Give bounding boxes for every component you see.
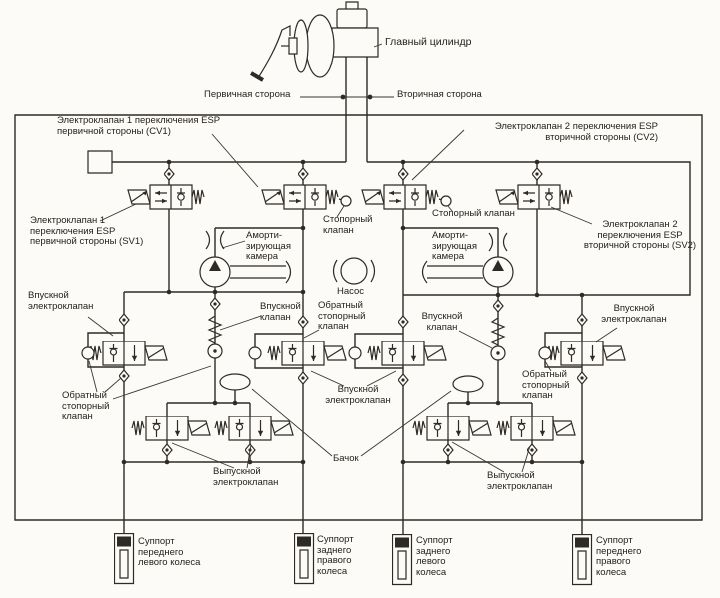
suction-valve-right-symbol [491,318,505,360]
outlet-valve-rear-right-symbol [215,416,293,440]
label-outlet-solenoid-right: Выпускной электроклапан [487,470,553,492]
label-secondary-side: Вторичная сторона [397,89,482,100]
inlet-valve-rear-right-symbol [268,341,346,365]
caliper-rear-left-symbol [393,535,412,585]
label-return-stop-valve-right: Обратный стопорный клапан [522,369,570,402]
leader-lines [88,44,617,472]
valve-sv1-symbol [128,185,204,209]
caliper-front-right-symbol [573,535,592,585]
label-caliper-rear-left: Суппорт заднего левого колеса [416,535,453,578]
pump-right-symbol [423,257,514,287]
outlet-valve-front-right-symbol [497,416,575,440]
accumulator-right-symbol [453,376,483,392]
label-suction-valve-left: Впускной клапан [260,301,301,323]
suction-valve-left-symbol [208,316,222,358]
caliper-front-left-symbol [115,534,134,584]
label-inlet-solenoid-right: Впускной электроклапан [601,303,667,325]
label-stop-valve-left: Стопорный клапан [323,214,373,236]
stop-valve-balls [339,196,451,206]
label-caliper-front-right: Суппорт переднего правого колеса [596,535,642,578]
label-suction-valve-right: Впускной клапан [421,311,463,333]
brake-pedal-symbol [251,26,290,80]
pump-motor-symbol [334,258,375,284]
outlet-valve-front-left-symbol [132,416,210,440]
outlet-valve-rear-left-symbol [413,416,491,440]
label-inlet-solenoid-left: Впускной электроклапан [28,290,94,312]
label-caliper-rear-right: Суппорт заднего правого колеса [317,534,354,577]
label-return-stop-valve-center: Обратный стопорный клапан [318,300,366,333]
valve-sv2-symbol [496,185,572,209]
hydraulic-unit-box [15,115,702,520]
label-primary-side: Первичная сторона [204,89,291,100]
valve-cv1-symbol [262,185,338,209]
master-cylinder-symbol [251,2,378,100]
label-caliper-front-left: Суппорт переднего левого колеса [138,536,201,569]
inlet-valve-front-right-symbol [547,341,625,365]
damping-chamber-right-symbol [489,233,507,251]
label-pump: Насос [337,286,365,297]
label-return-stop-valve-left: Обратный стопорный клапан [62,390,110,423]
label-outlet-solenoid-left: Выпускной электроклапан [213,466,279,488]
label-inlet-solenoid-center: Впускной электроклапан [325,384,391,406]
pressure-sensor-symbol [88,151,112,173]
label-damping-chamber-right: Аморти- зирующая камера [432,230,477,263]
inlet-valve-front-left-symbol [89,341,167,365]
valve-cv2-symbol [362,185,438,209]
label-esp-switch-cv1: Электроклапан 1 переключения ESP первичн… [57,115,221,137]
pump-left-symbol [200,257,291,287]
return-stop-check-balls [82,347,551,359]
junction-dots [121,159,585,465]
label-esp-switch-sv2: Электроклапан 2 переключения ESP вторичн… [583,219,697,252]
accumulator-left-symbol [220,374,250,390]
label-damping-chamber-left: Аморти- зирующая камера [246,230,291,263]
label-esp-switch-sv1: Электроклапан 1 переключения ESP первичн… [30,215,144,248]
inlet-valve-rear-left-symbol [368,341,446,365]
label-esp-switch-cv2: Электроклапан 2 переключения ESP вторичн… [494,121,658,143]
caliper-rear-right-symbol [295,534,314,584]
label-stop-valve-right: Стопорный клапан [432,208,515,219]
label-reservoir: Бачок [333,453,359,464]
label-master-cylinder: Главный цилиндр [385,36,472,48]
